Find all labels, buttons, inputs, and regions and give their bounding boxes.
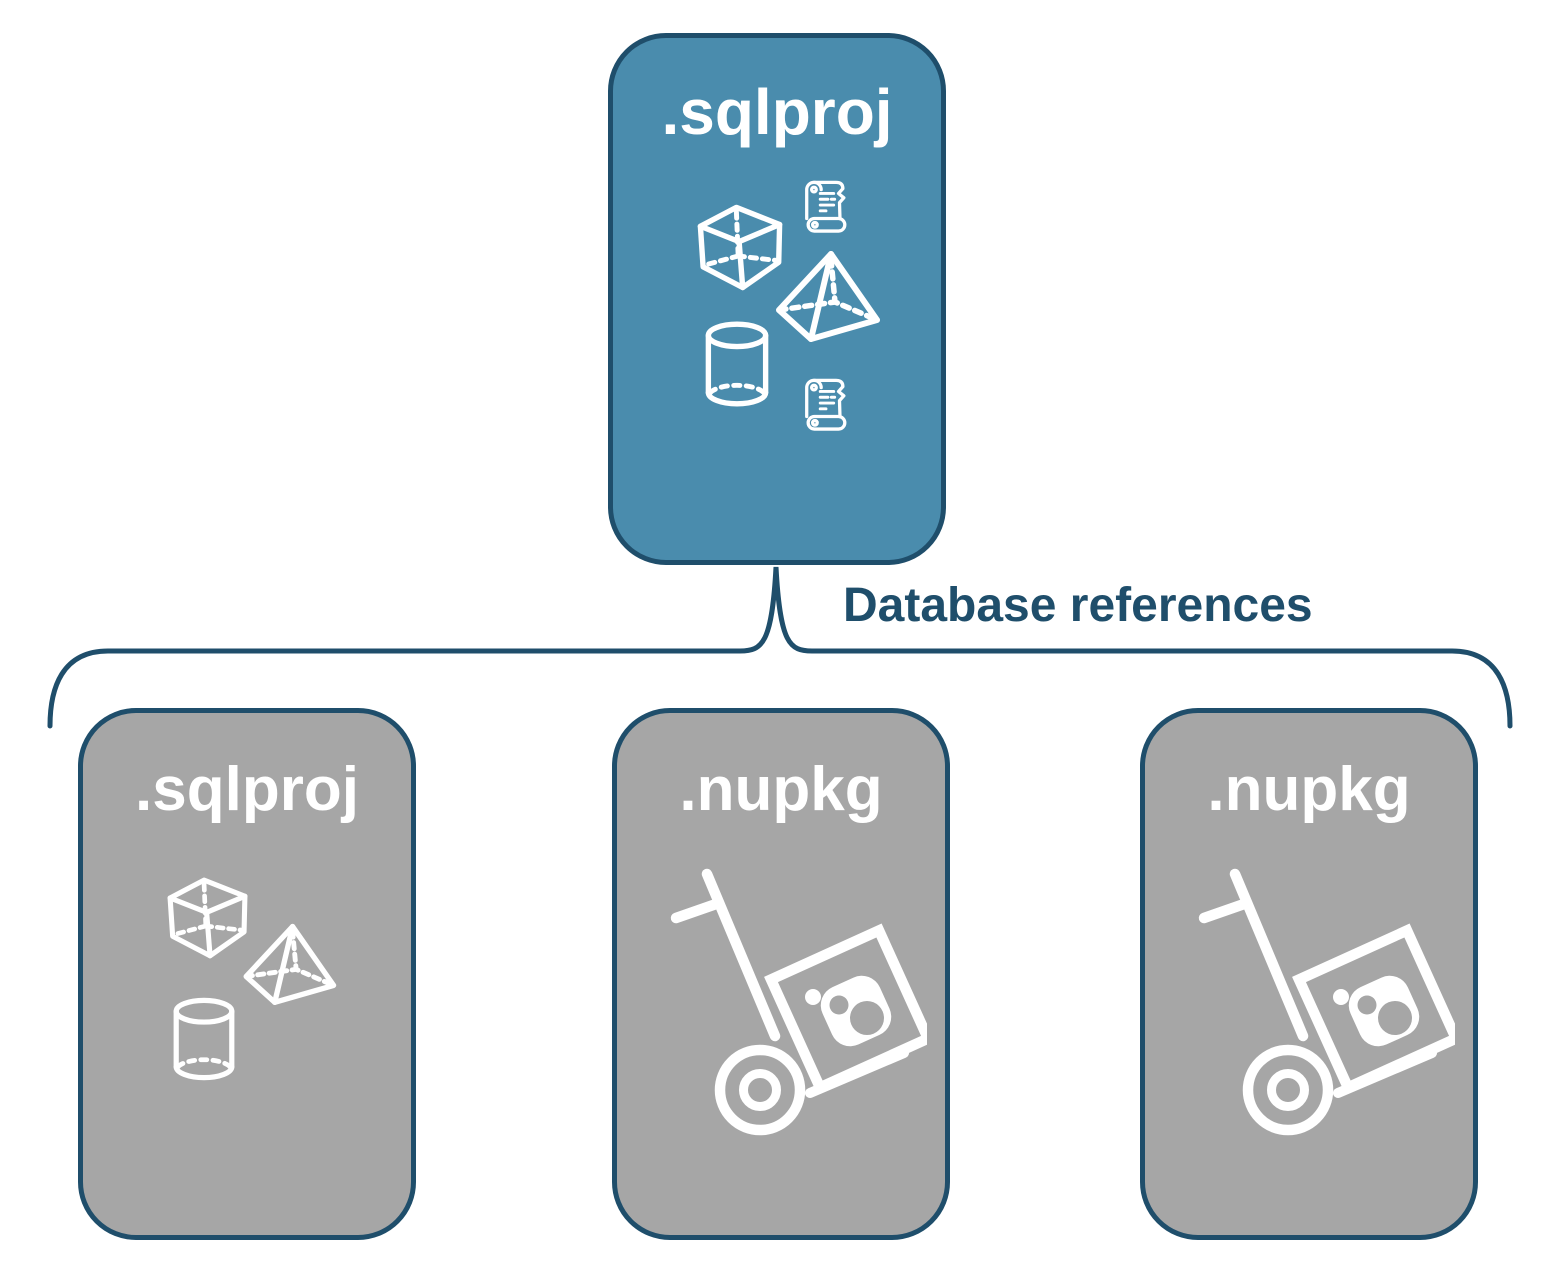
pyramid-icon [771,250,883,342]
cylinder-icon [171,997,237,1081]
card-title: .sqlproj [661,76,893,148]
cube-icon [165,875,250,960]
pyramid-icon [239,923,339,1005]
card-title: .nupkg [679,755,883,824]
nuget-handtruck-icon [657,860,927,1150]
nuget-handtruck-icon [1185,860,1455,1150]
card-title: .nupkg [1207,755,1411,824]
card-root-sqlproj: .sqlproj [608,33,946,565]
scroll-icon [799,375,853,433]
card-title: .sqlproj [135,755,359,824]
card-child-nupkg-1: .nupkg [612,708,950,1240]
card-child-sqlproj: .sqlproj [78,708,416,1240]
connector-label: Database references [843,579,1313,632]
cylinder-icon [703,321,771,407]
scroll-icon [799,177,853,235]
card-child-nupkg-2: .nupkg [1140,708,1478,1240]
